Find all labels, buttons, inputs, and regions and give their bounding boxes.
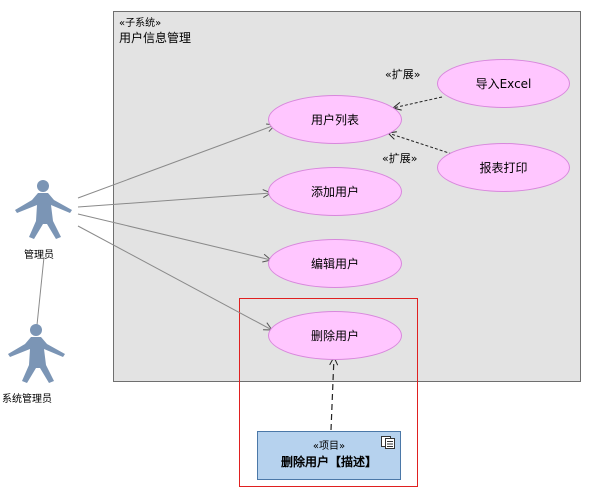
- generalization-system-admin-admin: [36, 256, 45, 326]
- selection-highlight-box: [239, 298, 418, 487]
- admin-actor-label: 管理员: [24, 250, 54, 261]
- association-admin-delete-user: [77, 225, 272, 330]
- dependency-artifact-delete-user: [331, 357, 334, 431]
- system-admin-actor-label: 系统管理员: [2, 394, 52, 405]
- use-case-user-list[interactable]: 用户列表: [268, 95, 402, 144]
- system-admin-actor-icon[interactable]: [8, 324, 65, 383]
- artifact-delete-user-description[interactable]: «项目» 删除用户【描述】: [257, 431, 401, 480]
- artifact-stereotype: «项目»: [312, 441, 346, 452]
- use-case-import-excel[interactable]: 导入Excel: [437, 59, 570, 108]
- admin-actor-icon[interactable]: [15, 180, 72, 239]
- subsystem-title: 用户信息管理: [119, 31, 192, 45]
- extend-report-print: [388, 133, 453, 155]
- subsystem-stereotype: «子系统»: [119, 18, 162, 29]
- extend-label-import: «扩展»: [385, 68, 421, 81]
- extend-import-excel: [393, 96, 443, 108]
- association-admin-edit-user: [77, 213, 271, 260]
- association-admin-add-user: [77, 193, 271, 208]
- association-admin-user-list: [77, 125, 275, 199]
- use-case-edit-user[interactable]: 编辑用户: [268, 239, 402, 288]
- use-case-report-print[interactable]: 报表打印: [437, 143, 570, 192]
- extend-label-report: «扩展»: [382, 152, 418, 165]
- document-icon: [381, 436, 395, 449]
- use-case-delete-user[interactable]: 删除用户: [268, 311, 402, 360]
- use-case-add-user[interactable]: 添加用户: [268, 167, 402, 216]
- artifact-title: 删除用户【描述】: [280, 455, 377, 469]
